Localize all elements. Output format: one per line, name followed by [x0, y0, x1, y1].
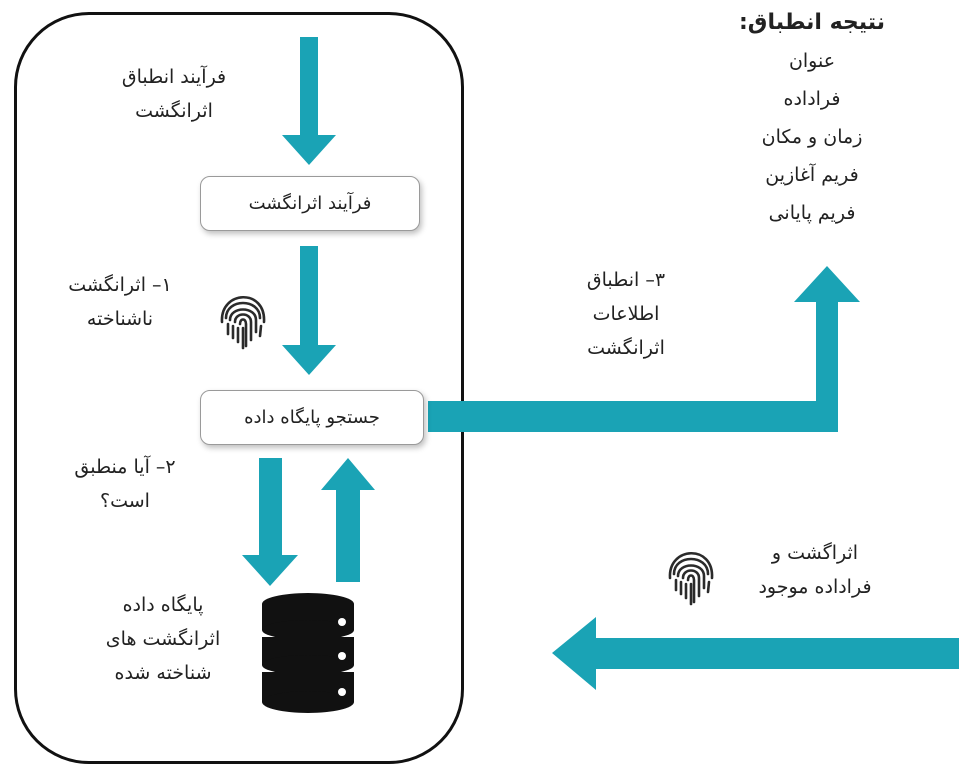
fingerprint-icon: [668, 552, 714, 606]
db-label-line1: پایگاه داده: [122, 594, 204, 616]
process-title-line1: فرآیند انطباق: [121, 66, 227, 88]
existing-line2: فراداده موجود: [758, 576, 872, 598]
db-label-line3: شناخته شده: [114, 662, 212, 684]
database-label: پایگاه داده اثرانگشت های شناخته شده: [78, 588, 248, 690]
box-database-search: جستجو پایگاه داده: [200, 390, 424, 445]
is-match-label: ۲– آیا منطبق است؟: [50, 450, 200, 518]
existing-data-label: اثراگشت و فراداده موجود: [730, 536, 900, 604]
unknown-fingerprint-label: ۱– اثرانگشت ناشناخته: [50, 268, 190, 336]
arrow-down-top: [282, 37, 336, 165]
box-fingerprint-process: فرآیند اثرانگشت: [200, 176, 420, 231]
match-info-label: ۳– انطباق اطلاعات اثرانگشت: [556, 263, 696, 365]
box-fingerprint-process-label: فرآیند اثرانگشت: [248, 193, 372, 214]
result-item-metadata: فراداده: [783, 88, 841, 110]
process-title: فرآیند انطباق اثرانگشت: [94, 60, 254, 128]
unknown-fp-line2: ناشناخته: [86, 308, 154, 330]
arrow-down-middle: [282, 246, 336, 375]
arrow-up-from-db: [321, 458, 375, 582]
existing-line1: اثراگشت و: [771, 542, 859, 564]
arrow-incoming: [552, 617, 959, 690]
box-database-search-label: جستجو پایگاه داده: [244, 407, 380, 428]
result-item-title: عنوان: [788, 50, 836, 72]
is-match-line2: است؟: [100, 490, 150, 512]
is-match-line1: ۲– آیا منطبق: [74, 456, 176, 478]
process-frame: [14, 12, 464, 764]
match-info-line3: اثرانگشت: [587, 337, 665, 359]
db-label-line2: اثرانگشت های: [105, 628, 221, 650]
result-item-end-frame: فریم پایانی: [768, 202, 856, 224]
fingerprint-icon: [220, 296, 266, 350]
match-info-line2: اطلاعات: [592, 303, 660, 325]
match-info-line1: ۳– انطباق: [586, 269, 666, 291]
result-panel: نتیجه انطباق: عنوان فراداده زمان و مکان …: [712, 4, 912, 232]
result-title: نتیجه انطباق:: [738, 10, 886, 35]
arrow-to-result: [428, 266, 860, 432]
process-title-line2: اثرانگشت: [135, 100, 213, 122]
unknown-fp-line1: ۱– اثرانگشت: [68, 274, 172, 296]
arrow-down-to-db: [242, 458, 298, 586]
result-item-start-frame: فریم آغازین: [765, 164, 859, 186]
database-icon: [262, 593, 354, 713]
result-item-time-place: زمان و مکان: [761, 126, 863, 148]
